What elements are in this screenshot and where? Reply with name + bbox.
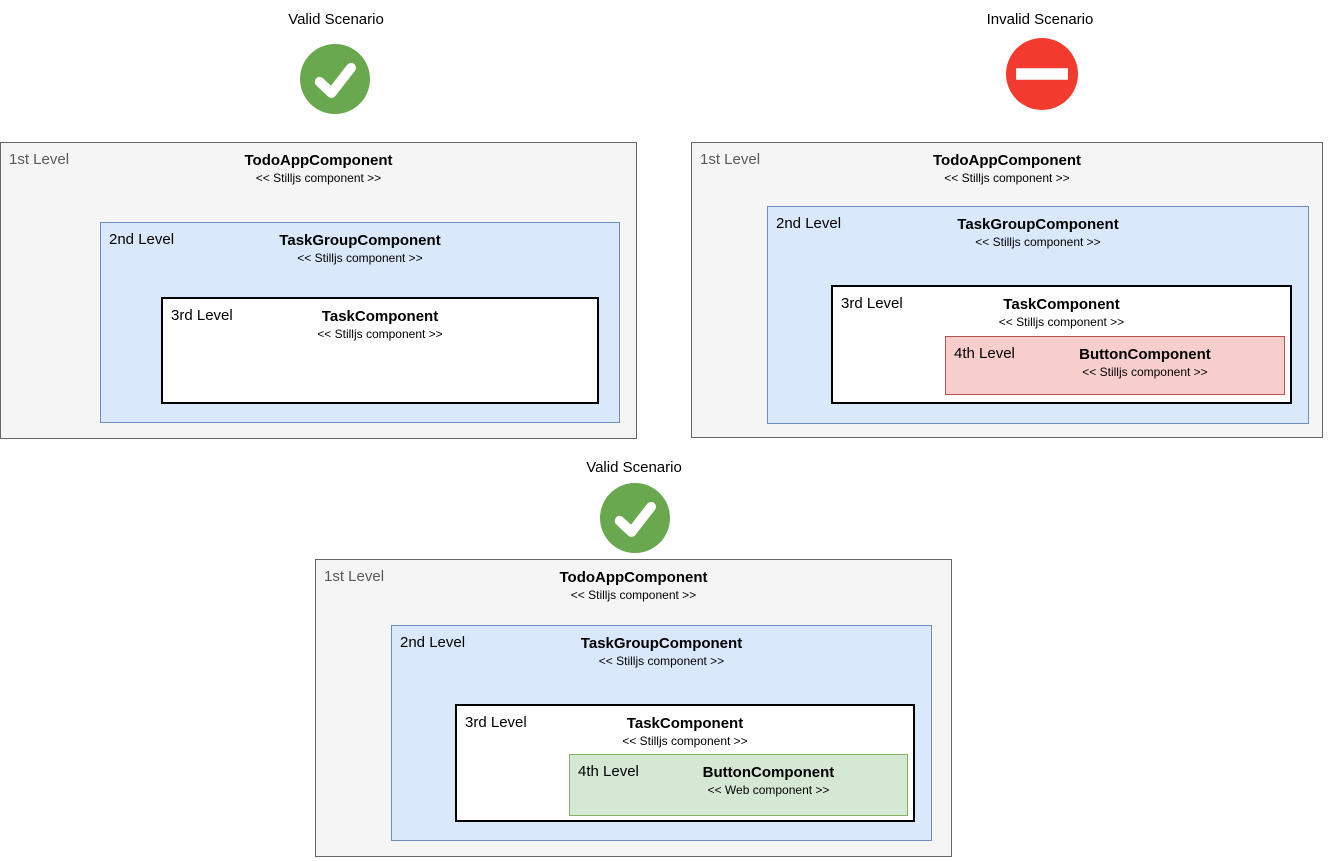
no-entry-icon xyxy=(1006,38,1078,110)
level-label: 4th Level xyxy=(954,345,1015,362)
check-circle-icon xyxy=(300,44,370,114)
component-name: TodoAppComponent xyxy=(244,152,393,169)
component-name: TodoAppComponent xyxy=(932,152,1081,169)
component-box-level1: 1st Level TodoAppComponent << Stilljs co… xyxy=(315,559,952,857)
level-label: 1st Level xyxy=(700,151,761,168)
component-stereotype: << Stilljs component >> xyxy=(1082,365,1208,379)
component-stereotype: << Stilljs component >> xyxy=(998,315,1125,329)
component-stereotype: << Stilljs component >> xyxy=(297,251,423,265)
level-label: 3rd Level xyxy=(465,714,527,731)
component-name: ButtonComponent xyxy=(1079,346,1211,363)
level-label: 2nd Level xyxy=(776,215,842,232)
check-circle-icon xyxy=(600,483,670,553)
component-box-level4-invalid: 4th Level ButtonComponent << Stilljs com… xyxy=(945,336,1285,395)
component-name: TaskGroupComponent xyxy=(279,232,441,249)
level-label: 2nd Level xyxy=(109,231,175,248)
component-stereotype: << Stilljs component >> xyxy=(598,654,725,668)
component-stereotype: << Stilljs component >> xyxy=(255,171,382,185)
component-stereotype: << Stilljs component >> xyxy=(944,171,1070,185)
component-box-level2: 2nd Level TaskGroupComponent << Stilljs … xyxy=(391,625,932,841)
level-label: 2nd Level xyxy=(400,634,466,651)
component-name: TaskComponent xyxy=(1003,296,1120,313)
component-box-level1: 1st Level TodoAppComponent << Stilljs co… xyxy=(691,142,1323,438)
component-stereotype: << Web component >> xyxy=(707,783,830,797)
level-label: 4th Level xyxy=(578,763,639,780)
component-box-level2: 2nd Level TaskGroupComponent << Stilljs … xyxy=(100,222,620,423)
component-name: TaskGroupComponent xyxy=(580,635,743,652)
scenario-c-title: Valid Scenario xyxy=(586,459,682,476)
component-box-level1: 1st Level TodoAppComponent << Stilljs co… xyxy=(0,142,637,439)
level-label: 1st Level xyxy=(324,568,385,585)
level-label: 3rd Level xyxy=(171,307,233,324)
level-label: 3rd Level xyxy=(841,295,903,312)
component-stereotype: << Stilljs component >> xyxy=(975,235,1101,249)
component-box-level3: 3rd Level TaskComponent << Stilljs compo… xyxy=(455,704,915,822)
component-name: ButtonComponent xyxy=(702,764,835,781)
component-stereotype: << Stilljs component >> xyxy=(317,327,443,341)
component-box-level2: 2nd Level TaskGroupComponent << Stilljs … xyxy=(767,206,1309,424)
level-label: 1st Level xyxy=(9,151,70,168)
component-box-level3: 3rd Level TaskComponent << Stilljs compo… xyxy=(161,297,599,404)
component-name: TaskComponent xyxy=(321,308,439,325)
component-box-level3: 3rd Level TaskComponent << Stilljs compo… xyxy=(831,285,1292,404)
component-box-level4-valid: 4th Level ButtonComponent << Web compone… xyxy=(569,754,908,816)
component-name: TodoAppComponent xyxy=(559,569,708,586)
component-name: TaskComponent xyxy=(626,715,744,732)
component-name: TaskGroupComponent xyxy=(957,216,1119,233)
component-stereotype: << Stilljs component >> xyxy=(570,588,697,602)
component-stereotype: << Stilljs component >> xyxy=(622,734,748,748)
scenario-a-title: Valid Scenario xyxy=(288,11,384,28)
scenario-b-title: Invalid Scenario xyxy=(986,11,1094,28)
